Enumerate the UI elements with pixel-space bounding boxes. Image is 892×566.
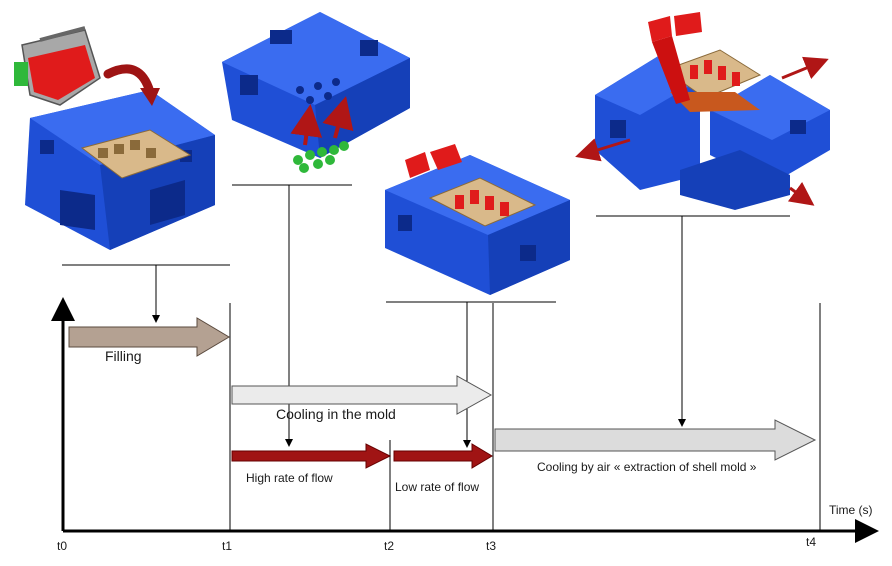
riser-2 (430, 144, 462, 170)
low-flow-label: Low rate of flow (395, 480, 479, 494)
pour-arrowhead (140, 88, 160, 106)
illustration-brackets (62, 184, 790, 303)
cooling-mold-arrow (231, 375, 493, 415)
extract-arrow-down (787, 181, 815, 206)
inlet-arrow-1 (290, 104, 323, 146)
time-markers (229, 303, 821, 531)
filling-label: Filling (105, 348, 142, 364)
extract-arrow-right (781, 56, 829, 80)
extraction-illustration (575, 12, 830, 210)
low-flow-arrow (393, 443, 493, 469)
time-axis-label: Time (s) (829, 503, 873, 517)
mold-assembly-icon (385, 155, 570, 295)
tick-t4: t4 (806, 535, 816, 549)
ladle-pour-icon (14, 26, 101, 106)
cooling-air-arrow (494, 419, 817, 461)
tick-t0: t0 (57, 539, 67, 553)
pour-arrow (103, 64, 155, 97)
cooling-nozzles-icon (293, 141, 349, 173)
closed-mold-illustration (385, 144, 570, 295)
extract-arrow-left (575, 138, 631, 162)
mold-assembly-icon (25, 90, 215, 250)
tick-t3: t3 (486, 539, 496, 553)
filling-arrow (68, 317, 230, 357)
high-flow-arrow (231, 443, 392, 469)
cooling-inlets-illustration (222, 12, 410, 173)
filling-illustration (14, 26, 215, 250)
inlet-arrow-2 (322, 96, 354, 139)
shell-extraction-icon (595, 12, 830, 210)
high-flow-label: High rate of flow (246, 471, 333, 485)
cooling-air-label: Cooling by air « extraction of shell mol… (537, 460, 757, 474)
mold-underside-icon (222, 12, 410, 158)
tick-t2: t2 (384, 539, 394, 553)
tick-t1: t1 (222, 539, 232, 553)
cooling-mold-label: Cooling in the mold (276, 406, 396, 422)
riser-1 (405, 152, 430, 178)
